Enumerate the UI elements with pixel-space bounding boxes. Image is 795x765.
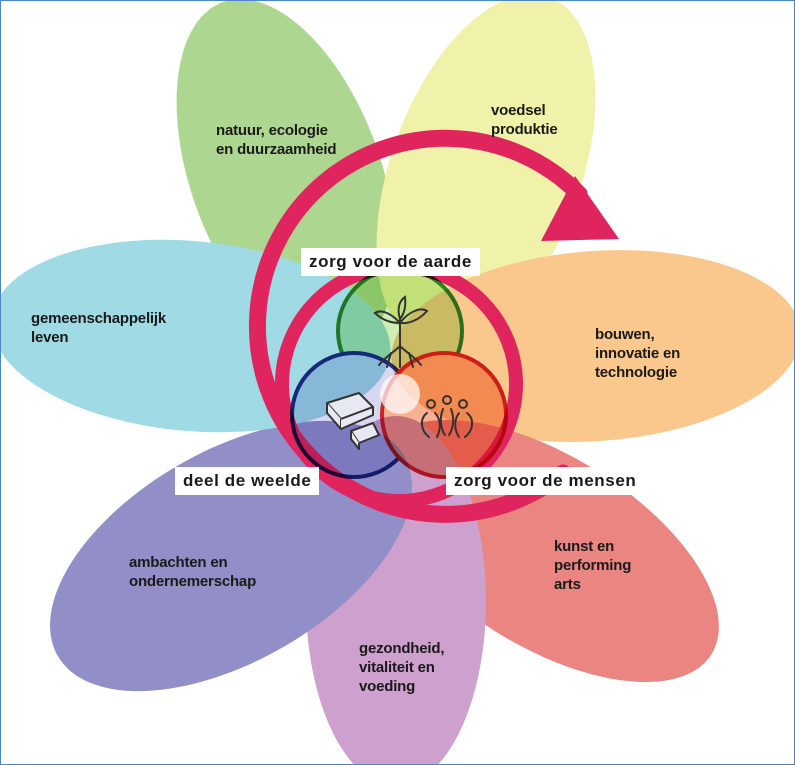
petal-label-gemeenschap: gemeenschappelijk leven [31,310,166,346]
label-zorg-voor-de-aarde: zorg voor de aarde [301,248,480,276]
people-group-icon [421,395,473,438]
petal-label-kunst: kunst en performing arts [554,538,632,593]
venn-center [380,374,420,414]
arrow-head-icon [541,176,619,241]
venn-circle-mensen [380,351,508,479]
petal-label-bouwen: bouwen, innovatie en technologie [595,326,681,381]
petal-label-ambachten: ambachten en ondernemerschap [129,554,257,590]
label-deel-de-weelde: deel de weelde [175,467,320,495]
petal-gemeenschap [1,239,391,433]
petal-label-gezondheid: gezondheid, vitaliteit en voeding [359,640,445,695]
petal-label-natuur: natuur, ecologie en duurzaamheid [216,122,337,158]
label-zorg-voor-de-mensen: zorg voor de mensen [446,467,645,495]
petal-label-voedsel: voedsel produktie [491,102,558,138]
shared-pie-icon [326,392,380,450]
tree-roots-icon [373,295,429,368]
petal-ambachten [50,420,412,692]
cycle-arrow-ring [248,129,588,523]
